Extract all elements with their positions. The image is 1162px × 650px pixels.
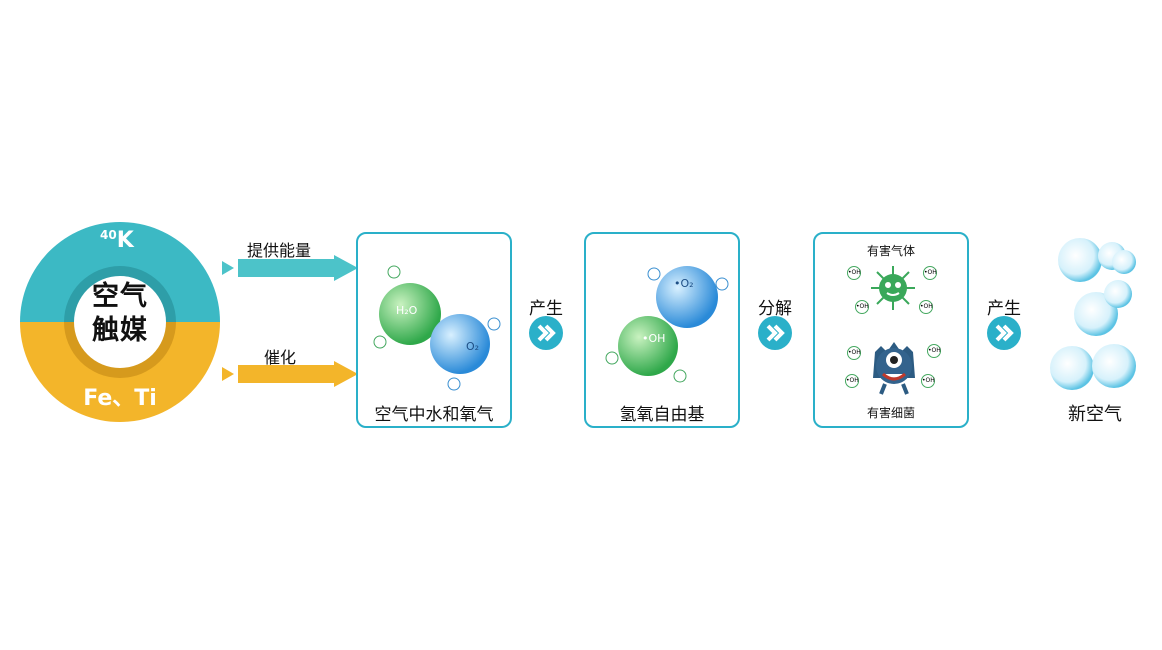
virus-icon	[871, 266, 915, 310]
box1-caption: 空气中水和氧气	[374, 405, 494, 425]
element-k: K	[116, 228, 134, 253]
radical-bubble: •OH	[923, 266, 937, 280]
orange-arrow-icon	[238, 361, 358, 387]
double-chevron-icon	[529, 316, 563, 350]
teal-arrow-icon	[238, 255, 358, 281]
ring-center-text: 空气 触媒	[76, 280, 164, 348]
step3-label: 产生	[987, 299, 1021, 319]
svg-text:H₂O: H₂O	[396, 304, 418, 317]
double-chevron-icon	[987, 316, 1021, 350]
radical-bubble: •OH	[921, 374, 935, 388]
catalyst-ring	[20, 222, 220, 422]
step1-label: 产生	[529, 299, 563, 319]
fresh-air-label: 新空气	[1068, 404, 1122, 425]
provide-energy-label: 提供能量	[247, 241, 312, 260]
center-line-2: 触媒	[92, 315, 148, 346]
double-chevron-icon	[758, 316, 792, 350]
molecules-illustration: H₂O O₂	[373, 265, 501, 391]
box2-caption: 氢氧自由基	[619, 405, 705, 425]
box-hydroxyl-radicals: •O₂ •OH 氢氧自由基	[584, 232, 740, 428]
harmful-bacteria-caption: 有害细菌	[866, 406, 915, 420]
radicals-illustration: •O₂ •OH	[605, 266, 729, 383]
radical-bubble: •OH	[845, 374, 859, 388]
center-line-1: 空气	[92, 281, 148, 312]
svg-text:•O₂: •O₂	[674, 277, 694, 290]
radical-bubble: •OH	[927, 344, 941, 358]
ring-top-label: 40K	[100, 228, 134, 253]
step2-label: 分解	[758, 299, 792, 319]
teal-pointer-icon	[222, 261, 234, 275]
svg-text:O₂: O₂	[466, 340, 479, 353]
svg-text:•OH: •OH	[642, 332, 665, 345]
ring-bottom-label: Fe、Ti	[83, 386, 157, 411]
radical-bubble: •OH	[855, 300, 869, 314]
radical-bubble: •OH	[847, 346, 861, 360]
catalyze-label: 催化	[264, 348, 297, 367]
bacteria-monster-icon	[873, 342, 915, 395]
radical-bubble: •OH	[919, 300, 933, 314]
harmful-gas-caption: 有害气体	[866, 244, 915, 258]
box-air-water-oxygen: H₂O O₂ 空气中水和氧气	[356, 232, 512, 428]
isotope-number: 40	[100, 228, 117, 242]
box-decompose-harmful: 有害气体 •OH •OH •OH •OH •OH •OH •OH •OH 有害细…	[813, 232, 969, 428]
fresh-air-bubbles-illustration	[1050, 238, 1136, 390]
orange-pointer-icon	[222, 367, 234, 381]
radical-bubble: •OH	[847, 266, 861, 280]
